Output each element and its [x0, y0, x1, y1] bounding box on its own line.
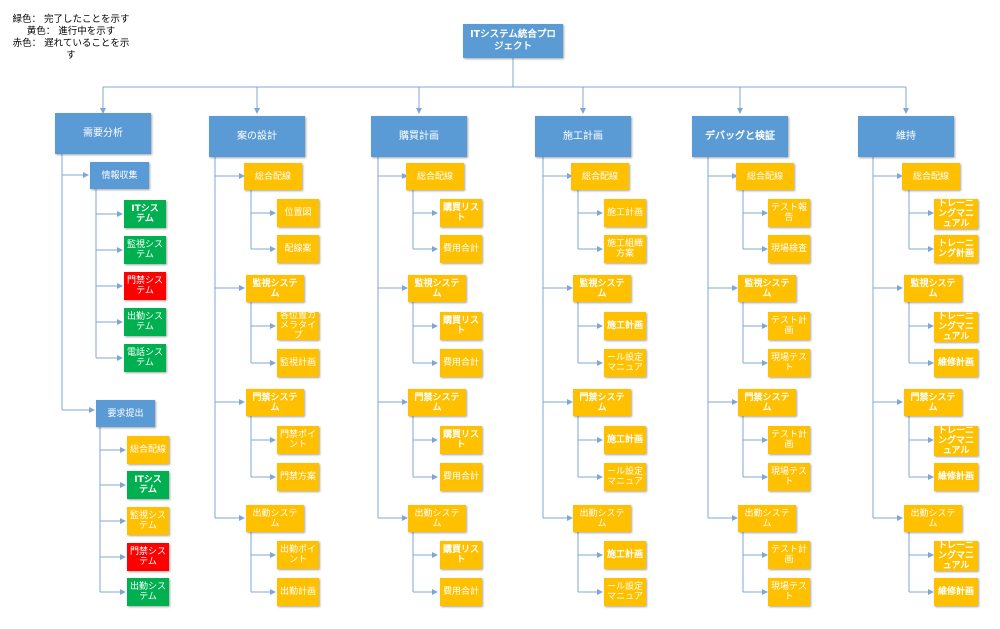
task-node[interactable]: 施工計画	[604, 199, 646, 227]
task-node[interactable]: 費用合計	[440, 578, 482, 606]
task-node[interactable]: 門禁ポイント	[277, 426, 319, 454]
task-node[interactable]: 購買リスト	[440, 199, 482, 227]
task-node[interactable]: テスト報告	[768, 199, 810, 227]
task-node[interactable]: トレーニングマニュアル	[934, 541, 978, 571]
task-node[interactable]: 費用合計	[440, 349, 482, 377]
task-node[interactable]: 維修計画	[934, 349, 978, 377]
task-node[interactable]: テスト計画	[768, 312, 810, 340]
task-node[interactable]: 現場検査	[768, 235, 810, 263]
task-node[interactable]: 門禁システム	[124, 272, 166, 300]
group-node[interactable]: 総合配線	[571, 163, 629, 190]
group-node[interactable]: 出勤システム	[738, 505, 796, 532]
category-node[interactable]: 施工計画	[535, 116, 631, 157]
group-node[interactable]: 出勤システム	[573, 505, 631, 532]
task-node[interactable]: 維修計画	[934, 463, 978, 491]
category-node[interactable]: デバッグと検証	[692, 116, 788, 157]
group-node[interactable]: 監視システム	[573, 275, 631, 302]
task-node[interactable]: トレーニングマニュアル	[934, 426, 978, 456]
task-node[interactable]: 監視システム	[127, 507, 169, 535]
group-node[interactable]: 門禁システム	[738, 389, 796, 416]
task-node[interactable]: 総合配線	[127, 436, 169, 464]
group-node[interactable]: 門禁システム	[408, 389, 466, 416]
legend-red: 赤色： 遅れていることを示す	[12, 38, 130, 61]
task-node[interactable]: ール設定マニュア	[604, 463, 646, 491]
task-node[interactable]: 現場テスト	[768, 349, 810, 377]
group-node[interactable]: 監視システム	[738, 275, 796, 302]
task-node[interactable]: ール設定マニュア	[604, 349, 646, 377]
task-node[interactable]: 現場テスト	[768, 463, 810, 491]
task-node[interactable]: 出勤ポイント	[277, 541, 319, 569]
task-node[interactable]: 現場テスト	[768, 578, 810, 606]
task-node[interactable]: 施工計画	[604, 312, 646, 340]
category-node[interactable]: 維持	[858, 116, 954, 157]
category-node[interactable]: 案の設計	[209, 116, 305, 157]
task-node[interactable]: トレーニングマニュアル	[934, 312, 978, 342]
task-node[interactable]: 購買リスト	[440, 426, 482, 454]
task-node[interactable]: 出勤システム	[127, 578, 169, 606]
task-node[interactable]: トレーニングマニュアル	[934, 199, 978, 229]
task-node[interactable]: ール設定マニュア	[604, 578, 646, 606]
group-node[interactable]: 要求提出	[96, 400, 155, 427]
legend-green: 緑色： 完了したことを示す	[12, 14, 130, 25]
task-node[interactable]: ITシステム	[127, 471, 169, 499]
group-node[interactable]: 監視システム	[246, 275, 304, 302]
task-node[interactable]: 施工組織方案	[604, 235, 646, 263]
task-node[interactable]: 費用合計	[440, 235, 482, 263]
group-node[interactable]: 総合配線	[736, 163, 794, 190]
group-node[interactable]: 総合配線	[902, 163, 960, 190]
task-node[interactable]: 維修計画	[934, 578, 978, 606]
task-node[interactable]: 監視計画	[277, 349, 319, 377]
task-node[interactable]: 門禁方案	[277, 463, 319, 491]
task-node[interactable]: 施工計画	[604, 541, 646, 569]
task-node[interactable]: 施工計画	[604, 426, 646, 454]
task-node[interactable]: テスト計画	[768, 541, 810, 569]
group-node[interactable]: 出勤システム	[246, 505, 304, 532]
task-node[interactable]: 購買リスト	[440, 312, 482, 340]
task-node[interactable]: 購買リスト	[440, 541, 482, 569]
group-node[interactable]: 門禁システム	[246, 389, 304, 416]
task-node[interactable]: 出勤計画	[277, 578, 319, 606]
task-node[interactable]: 門禁システム	[127, 543, 169, 571]
task-node[interactable]: 配線案	[277, 235, 319, 263]
category-node[interactable]: 購買計画	[371, 116, 467, 157]
task-node[interactable]: 監視システム	[124, 236, 166, 264]
root-node[interactable]: ITシステム統合プロジェクト	[463, 24, 563, 58]
task-node[interactable]: 費用合計	[440, 463, 482, 491]
group-node[interactable]: 総合配線	[244, 163, 302, 190]
group-node[interactable]: 監視システム	[408, 275, 466, 302]
group-node[interactable]: 門禁システム	[573, 389, 631, 416]
task-node[interactable]: テスト計画	[768, 426, 810, 454]
group-node[interactable]: 門禁システム	[904, 389, 962, 416]
task-node[interactable]: 各位置カメラタイプ	[277, 312, 319, 340]
task-node[interactable]: 位置図	[277, 199, 319, 227]
group-node[interactable]: 監視システム	[904, 275, 962, 302]
group-node[interactable]: 情報収集	[90, 162, 149, 189]
group-node[interactable]: 総合配線	[406, 163, 464, 190]
category-node[interactable]: 需要分析	[55, 113, 151, 154]
task-node[interactable]: ITシステム	[124, 200, 166, 228]
legend: 緑色： 完了したことを示す 黄色： 進行中を示す 赤色： 遅れていることを示す	[12, 14, 130, 62]
legend-yellow: 黄色： 進行中を示す	[26, 26, 116, 37]
task-node[interactable]: 出勤システム	[124, 308, 166, 336]
task-node[interactable]: 電話システム	[124, 344, 166, 372]
group-node[interactable]: 出勤システム	[408, 505, 466, 532]
task-node[interactable]: トレーニング計画	[934, 235, 978, 263]
group-node[interactable]: 出勤システム	[904, 505, 962, 532]
